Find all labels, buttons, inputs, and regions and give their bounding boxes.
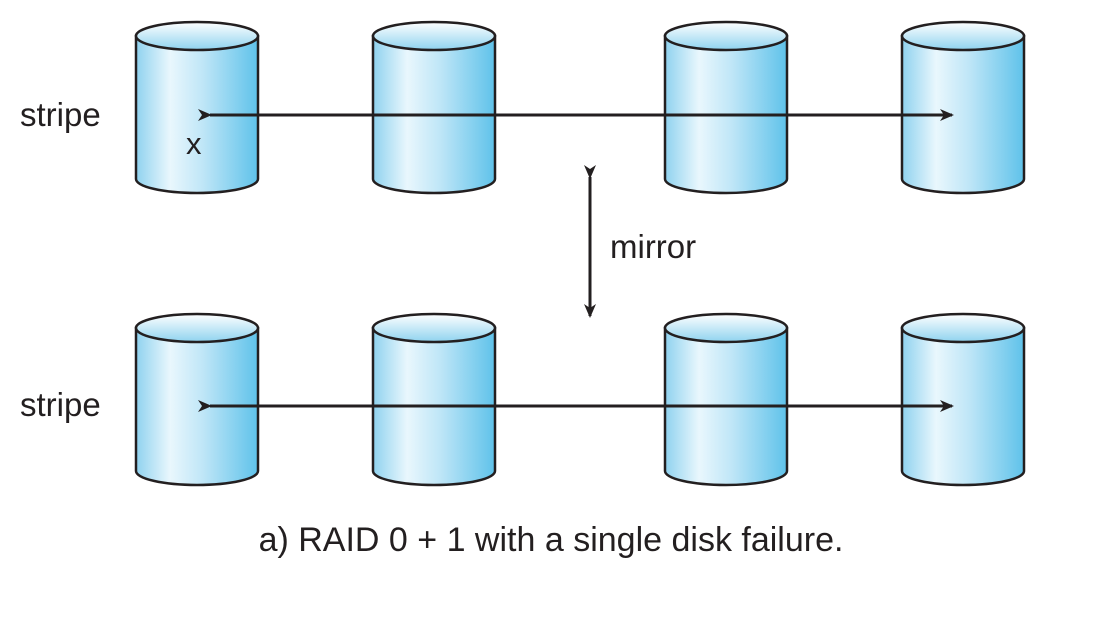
disk-cylinder xyxy=(371,312,497,487)
disk-cylinder xyxy=(900,312,1026,487)
disk-cylinder xyxy=(900,20,1026,195)
disk-failure-mark: x xyxy=(186,126,202,161)
stripe-label-bottom: stripe xyxy=(20,386,101,423)
disk-cylinder xyxy=(663,312,789,487)
disk-cylinder xyxy=(371,20,497,195)
stripe-label-top: stripe xyxy=(20,96,101,133)
mirror-label: mirror xyxy=(610,228,697,265)
disk-cylinder xyxy=(663,20,789,195)
figure-caption: a) RAID 0 + 1 with a single disk failure… xyxy=(258,521,844,559)
disk-cylinder xyxy=(134,312,260,487)
disk-cylinder-failed xyxy=(134,20,260,195)
